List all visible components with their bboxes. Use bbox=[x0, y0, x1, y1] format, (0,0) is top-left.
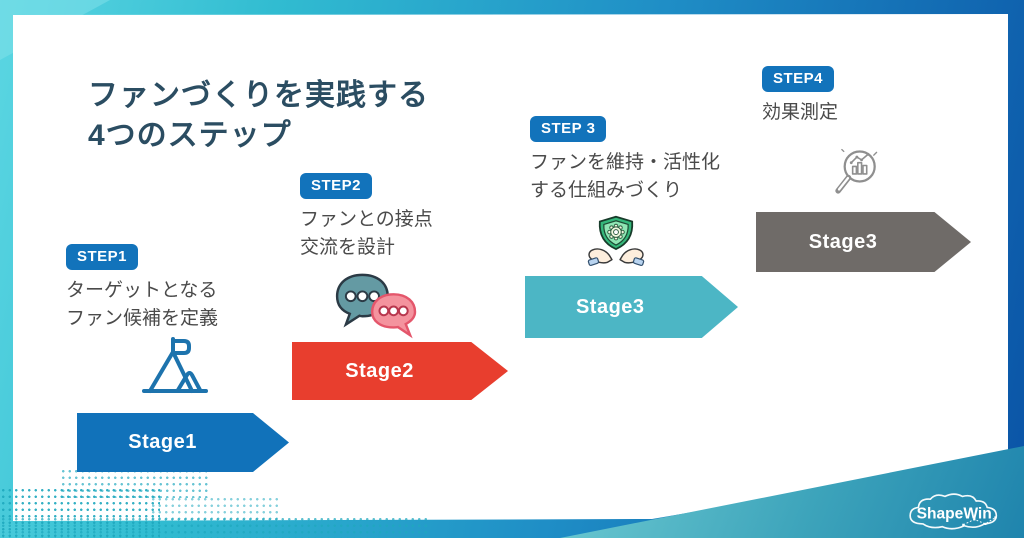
shapewin-logo-text: ShapeWin bbox=[917, 505, 992, 522]
page-title-line2: 4つのステップ bbox=[88, 119, 292, 152]
step1-desc-line1: ターゲットとなる bbox=[66, 280, 218, 301]
step2-stage-label: Stage2 bbox=[345, 359, 414, 382]
step4-desc-line1: 効果測定 bbox=[762, 102, 839, 123]
mountain-flag-icon bbox=[140, 332, 210, 398]
step1-stage-label: Stage1 bbox=[128, 431, 197, 453]
step3-stage-arrow: Stage3 bbox=[525, 276, 738, 338]
halftone-dots bbox=[150, 496, 280, 522]
step4-description: 効果測定 bbox=[762, 99, 1002, 127]
step-4: STEP4 効果測定 Stage3 bbox=[756, 66, 1002, 272]
step3-description: ファンを維持・活性化 する仕組みづくり bbox=[530, 149, 780, 205]
shield-hands-icon bbox=[582, 210, 650, 272]
step2-description: ファンとの接点 交流を設計 bbox=[300, 206, 540, 262]
step3-stage-label: Stage3 bbox=[575, 295, 645, 318]
step1-desc-line2: ファン候補を定義 bbox=[66, 308, 219, 329]
step3-desc-line1: ファンを維持・活性化 bbox=[530, 152, 721, 173]
step4-stage-arrow: Stage3 bbox=[756, 212, 971, 272]
step4-badge: STEP4 bbox=[762, 66, 835, 92]
step4-stage-label: Stage3 bbox=[808, 230, 878, 253]
step1-badge: STEP1 bbox=[66, 244, 139, 270]
step-2: STEP2 ファンとの接点 交流を設計 Stage2 bbox=[292, 173, 540, 400]
chat-bubbles-icon bbox=[328, 270, 428, 344]
magnifier-chart-icon bbox=[825, 142, 885, 204]
halftone-dots bbox=[60, 468, 210, 498]
step-3: STEP 3 ファンを維持・活性化 する仕組みづくり bbox=[525, 116, 780, 338]
page-title: ファンづくりを実践する 4つのステップ bbox=[88, 76, 429, 156]
shapewin-logo: ShapeWin bbox=[898, 490, 1014, 534]
page-title-line1: ファンづくりを実践する bbox=[88, 79, 429, 112]
step2-stage-arrow: Stage2 bbox=[292, 342, 508, 400]
step1-stage-arrow: Stage1 bbox=[77, 413, 289, 472]
halftone-dots bbox=[0, 516, 430, 538]
step3-badge: STEP 3 bbox=[530, 116, 607, 142]
step1-description: ターゲットとなる ファン候補を定義 bbox=[66, 277, 306, 333]
step2-desc-line2: 交流を設計 bbox=[300, 237, 396, 258]
step-1: STEP1 ターゲットとなる ファン候補を定義 Stage1 bbox=[66, 244, 306, 472]
step2-desc-line1: ファンとの接点 bbox=[300, 209, 433, 230]
step2-badge: STEP2 bbox=[300, 173, 373, 199]
step3-desc-line2: する仕組みづくり bbox=[530, 180, 683, 201]
